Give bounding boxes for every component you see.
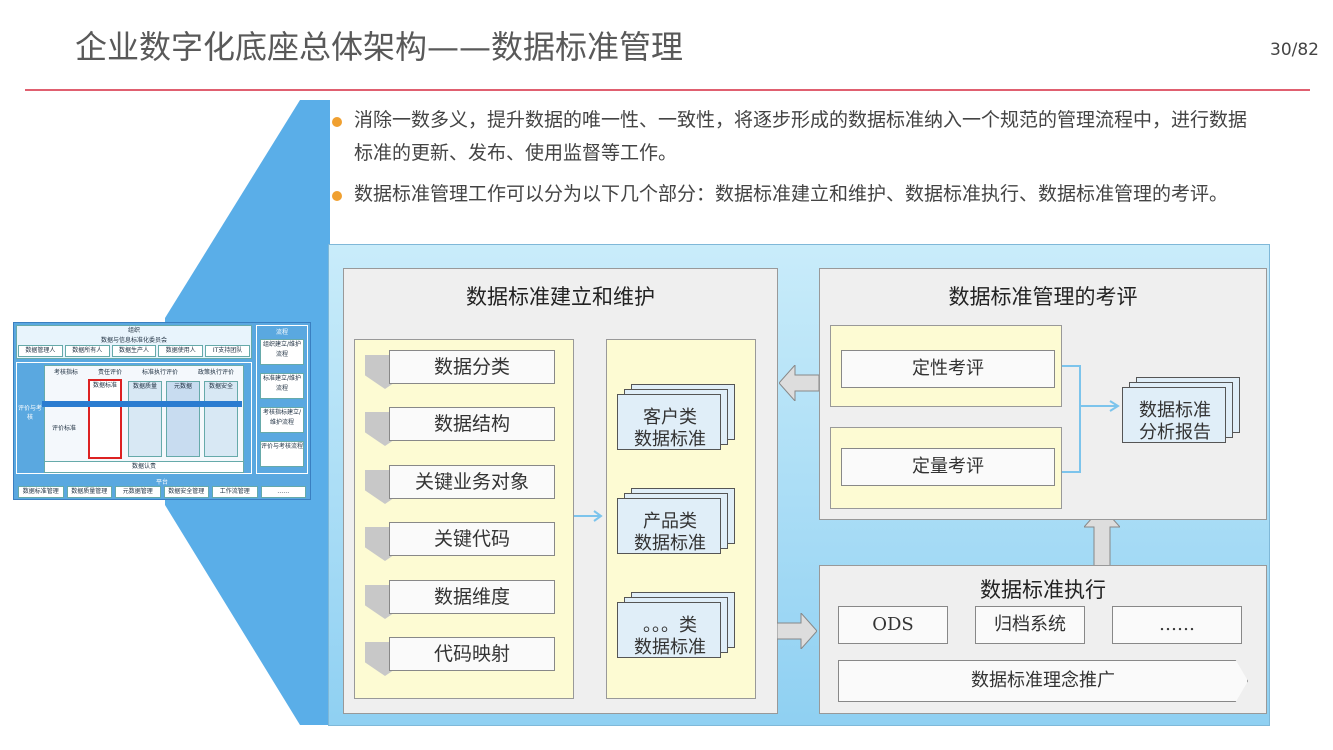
thumb-flow: 标准建立/维护流程 <box>260 373 304 399</box>
thumb-eval-col: 政策执行评价 <box>197 369 234 376</box>
exec-item-ods: ODS <box>838 606 948 644</box>
build-item: 数据维度 <box>365 580 555 619</box>
thumb-flow: 评价与考核流程 <box>260 441 304 467</box>
standard-doc: 。。。类数据标准 <box>617 592 735 660</box>
thumb-role: IT支持团队 <box>205 345 250 357</box>
thumb-org: 组织 <box>127 327 140 334</box>
build-title: 数据标准建立和维护 <box>466 285 655 309</box>
eval-panel: 数据标准管理的考评 定性考评 定量考评 数据标准分析报告 <box>819 268 1267 520</box>
thumb-tool: 工作流管理 <box>212 486 258 498</box>
thumb-domain: 元数据 <box>166 381 200 457</box>
build-item: 关键业务对象 <box>365 465 555 504</box>
thumb-accountability: 数据认责 <box>44 461 244 473</box>
thumb-tool: 数据质量管理 <box>66 486 112 498</box>
bullet-text: 数据标准管理工作可以分为以下几个部分：数据标准建立和维护、数据标准执行、数据标准… <box>354 183 1229 205</box>
qualitative-eval: 定性考评 <box>841 350 1055 388</box>
page-title: 企业数字化底座总体架构——数据标准管理 <box>75 28 684 66</box>
architecture-thumbnail: 组织 数据与信息标准化委员会 数据管理人 数据所有人 数据生产人 数据使用人 I… <box>13 322 311 500</box>
thumb-eval-col: 标准执行评价 <box>141 369 178 376</box>
arrow-right-icon <box>777 613 817 649</box>
analysis-report-doc: 数据标准分析报告 <box>1122 377 1240 445</box>
standard-doc: 产品类数据标准 <box>617 488 735 556</box>
thumb-eval-label: 评价与考核 <box>18 405 43 421</box>
arrow-right-icon <box>574 510 603 522</box>
thumb-flow: 组织建立/维护流程 <box>260 339 304 365</box>
title-divider <box>25 89 1310 91</box>
bullet-text: 消除一数多义，提升数据的唯一性、一致性，将逐步形成的数据标准纳入一个规范的管理流… <box>354 109 1248 164</box>
page-number: 30/82 <box>1270 40 1319 60</box>
thumb-eval-col: 考核指标 <box>53 369 78 376</box>
thumb-role: 数据生产人 <box>111 345 157 357</box>
thumb-domain: 数据质量 <box>128 381 162 457</box>
build-item: 数据结构 <box>365 407 555 446</box>
bullet-1: 消除一数多义，提升数据的唯一性、一致性，将逐步形成的数据标准纳入一个规范的管理流… <box>332 104 1262 170</box>
thumb-tool: …… <box>260 486 306 498</box>
thumb-flow-title: 流程 <box>275 329 288 336</box>
thumb-role: 数据使用人 <box>158 345 204 357</box>
exec-title: 数据标准执行 <box>980 578 1106 602</box>
thumb-tool: 元数据管理 <box>115 486 161 498</box>
exec-item-archive: 归档系统 <box>975 606 1085 644</box>
merge-arrow-icon <box>1062 365 1120 473</box>
thumb-tool: 数据标准管理 <box>18 486 64 498</box>
thumb-domain: 数据安全 <box>204 381 238 457</box>
thumb-flow: 考核指标建立/维护流程 <box>260 407 304 433</box>
standard-doc: 客户类数据标准 <box>617 384 735 452</box>
build-items-area: 数据分类 数据结构 关键业务对象 关键代码 数据维度 代码映射 <box>354 339 574 699</box>
build-panel: 数据标准建立和维护 数据分类 数据结构 关键业务对象 关键代码 数据维度 代码映… <box>343 268 778 714</box>
thumb-committee: 数据与信息标准化委员会 <box>100 337 167 344</box>
exec-promotion: 数据标准理念推广 <box>838 660 1248 702</box>
standard-docs-area: 客户类数据标准 产品类数据标准 。。。类数据标准 <box>606 339 756 699</box>
thumb-criteria: 评价标准 <box>52 425 77 432</box>
build-item: 数据分类 <box>365 350 555 389</box>
exec-item-more: …… <box>1112 606 1242 644</box>
build-item: 代码映射 <box>365 637 555 676</box>
build-item: 关键代码 <box>365 522 555 561</box>
thumb-domain-highlighted: 数据标准 <box>88 379 122 459</box>
data-standard-diagram: 数据标准建立和维护 数据分类 数据结构 关键业务对象 关键代码 数据维度 代码映… <box>328 244 1270 726</box>
thumb-eval-col: 责任评价 <box>97 369 122 376</box>
thumb-role: 数据管理人 <box>18 345 63 357</box>
thumb-platform: 平台 <box>155 479 168 486</box>
eval-title: 数据标准管理的考评 <box>948 285 1138 309</box>
quantitative-eval: 定量考评 <box>841 448 1055 486</box>
thumb-tool: 数据安全管理 <box>163 486 209 498</box>
bullet-2: 数据标准管理工作可以分为以下几个部分：数据标准建立和维护、数据标准执行、数据标准… <box>332 178 1262 211</box>
arrow-up-icon <box>1084 507 1120 567</box>
thumb-role: 数据所有人 <box>64 345 110 357</box>
exec-panel: 数据标准执行 ODS 归档系统 …… 数据标准理念推广 <box>819 565 1267 714</box>
arrow-left-icon <box>779 365 819 401</box>
